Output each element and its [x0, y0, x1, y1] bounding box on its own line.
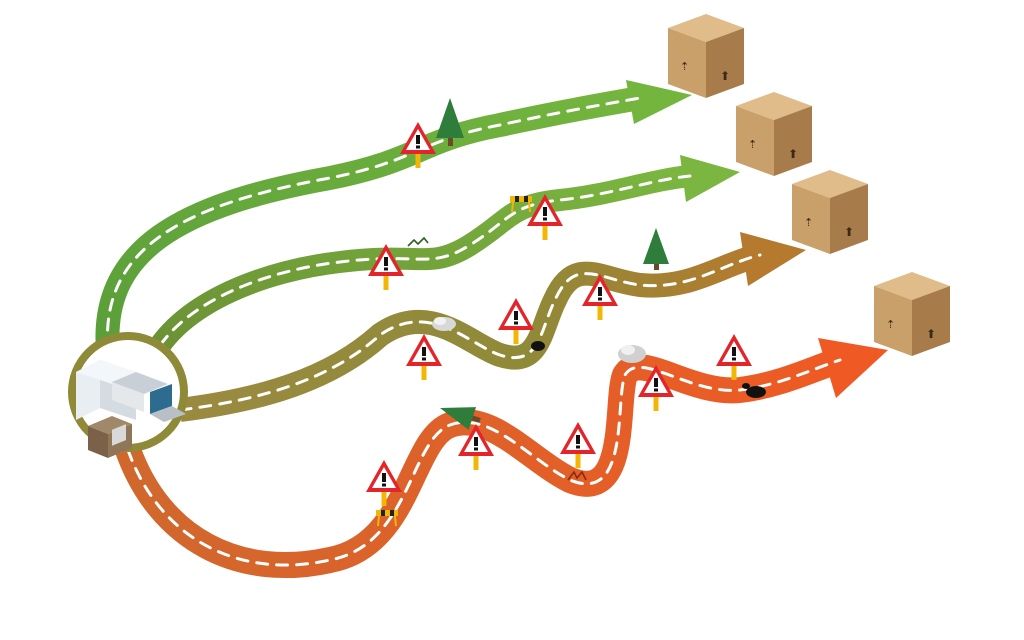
pothole-icon: [531, 341, 545, 351]
route-2-arrowhead: [680, 155, 740, 202]
rock-icon: [618, 345, 646, 363]
svg-text:⬆: ⬆: [844, 225, 854, 239]
pothole-icon: [742, 383, 750, 389]
road-barrier-icon: [510, 196, 532, 213]
route-1-road: [95, 80, 692, 352]
warning-sign-icon: [716, 334, 752, 380]
appliances-icon: [76, 360, 186, 458]
svg-text:⇡: ⇡: [804, 216, 813, 229]
svg-text:⬆: ⬆: [926, 327, 936, 341]
route-4-arrowhead: [818, 338, 888, 398]
warning-sign-icon: [527, 194, 563, 240]
warning-signs: [366, 122, 752, 506]
svg-text:⇡: ⇡: [748, 138, 757, 151]
road-barrier-icon: [376, 510, 398, 527]
warning-sign-icon: [498, 298, 534, 344]
warning-sign-icon: [366, 460, 402, 506]
pothole-icon: [746, 386, 766, 398]
pine-tree-icon: [643, 228, 669, 270]
svg-text:⬆: ⬆: [788, 147, 798, 161]
svg-text:⬆: ⬆: [720, 69, 730, 83]
route-3-arrowhead: [740, 232, 806, 286]
road-crack-icon: [407, 236, 429, 247]
road-crack-icon: [567, 470, 587, 481]
warning-sign-icon: [638, 365, 674, 411]
svg-text:⇡: ⇡: [680, 60, 689, 73]
svg-text:⇡: ⇡: [886, 318, 895, 331]
route-4-road: [115, 338, 888, 579]
pine-tree-icon: [440, 407, 481, 430]
warning-sign-icon: [560, 422, 596, 468]
pine-tree-icon: [436, 98, 464, 146]
warning-sign-icon: [368, 244, 404, 290]
origin-hub: [68, 332, 188, 458]
rock-icon: [432, 317, 456, 331]
warning-sign-icon: [458, 424, 494, 470]
route-1-arrowhead: [626, 80, 692, 124]
box-2: ⇡ ⬆: [736, 92, 812, 176]
warning-sign-icon: [582, 274, 618, 320]
route-3-road: [178, 232, 806, 422]
route-2-road: [140, 155, 740, 368]
warning-sign-icon: [406, 334, 442, 380]
box-4: ⇡ ⬆: [874, 272, 950, 356]
box-3: ⇡ ⬆: [792, 170, 868, 254]
warning-sign-icon: [400, 122, 436, 168]
box-1: ⇡ ⬆: [668, 14, 744, 98]
